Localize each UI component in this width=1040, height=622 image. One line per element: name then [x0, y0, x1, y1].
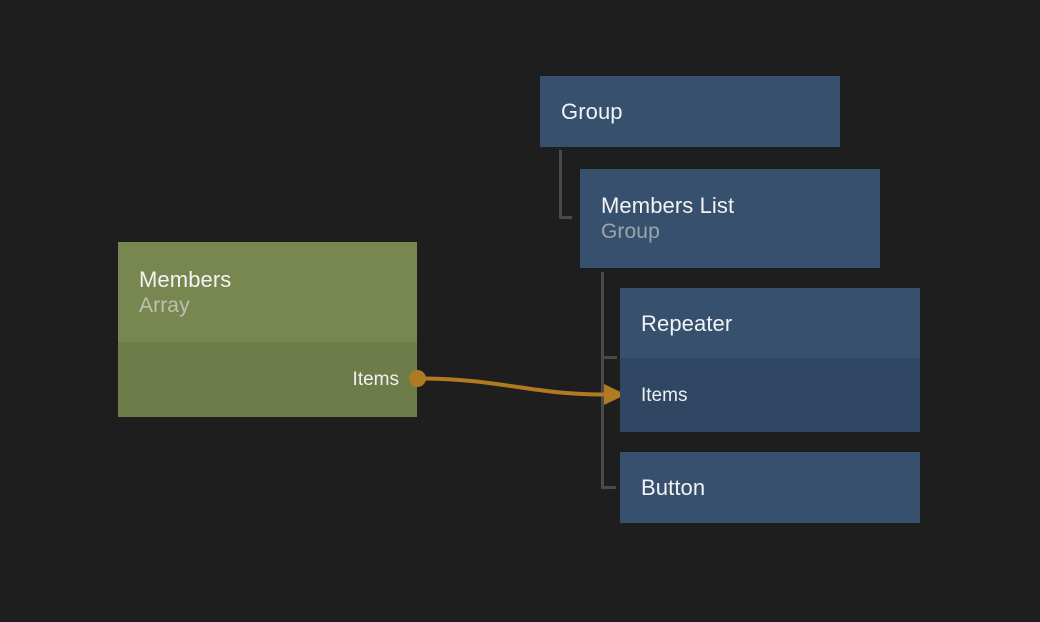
node-group[interactable]: Group [540, 76, 840, 147]
tree-line-members-list-to-children [601, 272, 616, 489]
node-members-subtitle: Array [139, 293, 190, 317]
node-group-title: Group [561, 99, 623, 124]
connection-members-items-to-repeater-items[interactable] [417, 376, 606, 397]
node-button-title: Button [641, 475, 706, 500]
port-label-repeater-items[interactable]: Items [641, 384, 688, 406]
node-repeater[interactable]: Repeater Items [620, 288, 920, 432]
node-group-header[interactable]: Group [540, 76, 840, 147]
node-members-list-title: Members List [601, 193, 735, 218]
port-label-members-items[interactable]: Items [352, 369, 399, 390]
tree-line-group-to-members-list [559, 150, 572, 219]
node-repeater-header[interactable]: Repeater [620, 288, 920, 358]
node-members[interactable]: Members Array Items [118, 242, 417, 417]
node-repeater-body[interactable]: Items [620, 358, 920, 432]
node-members-list-subtitle: Group [601, 220, 660, 243]
node-repeater-title: Repeater [641, 310, 733, 336]
node-members-header[interactable]: Members Array [118, 242, 417, 342]
node-members-title: Members [139, 266, 232, 292]
node-button[interactable]: Button [620, 452, 920, 523]
node-button-header[interactable]: Button [620, 452, 920, 523]
node-members-body[interactable]: Items [118, 342, 417, 417]
node-members-list-header[interactable]: Members List Group [580, 169, 880, 268]
node-members-list[interactable]: Members List Group [580, 169, 880, 268]
port-dot-members-items-output[interactable] [409, 370, 426, 387]
